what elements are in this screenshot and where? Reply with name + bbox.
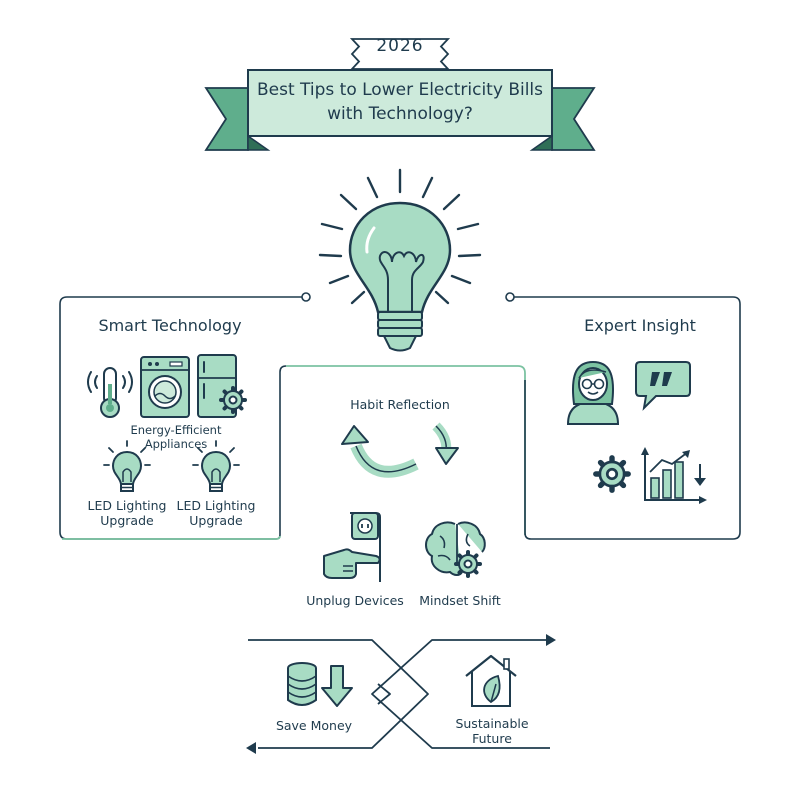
- appliances-label: Energy-Efficient Appliances: [130, 423, 222, 451]
- arrow-down-icon: [321, 665, 353, 707]
- quote-bubble-icon: [635, 361, 691, 411]
- coin-stack-icon: [287, 662, 317, 706]
- person-glasses-icon: [566, 360, 620, 425]
- page-title: Best Tips to Lower Electricity Bills wit…: [256, 80, 544, 124]
- unplug-devices-label: Unplug Devices: [306, 593, 404, 608]
- cycle-arrows-icon: [341, 422, 459, 478]
- outcome-flow-arrows: [248, 639, 550, 749]
- brain-gear-icon: [425, 521, 486, 578]
- sustainable-future-label: Sustainable Future: [455, 716, 529, 746]
- arrow-right-head: [546, 634, 556, 646]
- expert-insight-title: Expert Insight: [584, 316, 696, 335]
- expert-insight-frame: [505, 292, 741, 540]
- bar-chart-down-icon: [641, 447, 707, 504]
- hand-pointing-icon: [323, 548, 381, 579]
- gear-icon: [596, 458, 628, 490]
- thermometer-icon: [87, 367, 133, 418]
- power-outlet-icon: [350, 512, 381, 582]
- washing-machine-icon: [140, 356, 190, 418]
- house-leaf-icon: [465, 654, 517, 707]
- year-label: 2026: [376, 36, 424, 56]
- habit-reflection-frame: [62, 365, 526, 540]
- led-lighting-label-right: LED Lighting Upgrade: [176, 498, 256, 528]
- lightbulb-icon: [318, 168, 482, 352]
- smart-technology-title: Smart Technology: [98, 316, 242, 335]
- habit-reflection-title: Habit Reflection: [350, 397, 450, 412]
- mindset-shift-label: Mindset Shift: [419, 593, 501, 608]
- title-ribbon: [204, 69, 596, 151]
- led-lighting-label-left: LED Lighting Upgrade: [87, 498, 167, 528]
- gear-icon: [219, 386, 247, 414]
- save-money-label: Save Money: [275, 718, 353, 733]
- arrow-left-head: [246, 742, 256, 754]
